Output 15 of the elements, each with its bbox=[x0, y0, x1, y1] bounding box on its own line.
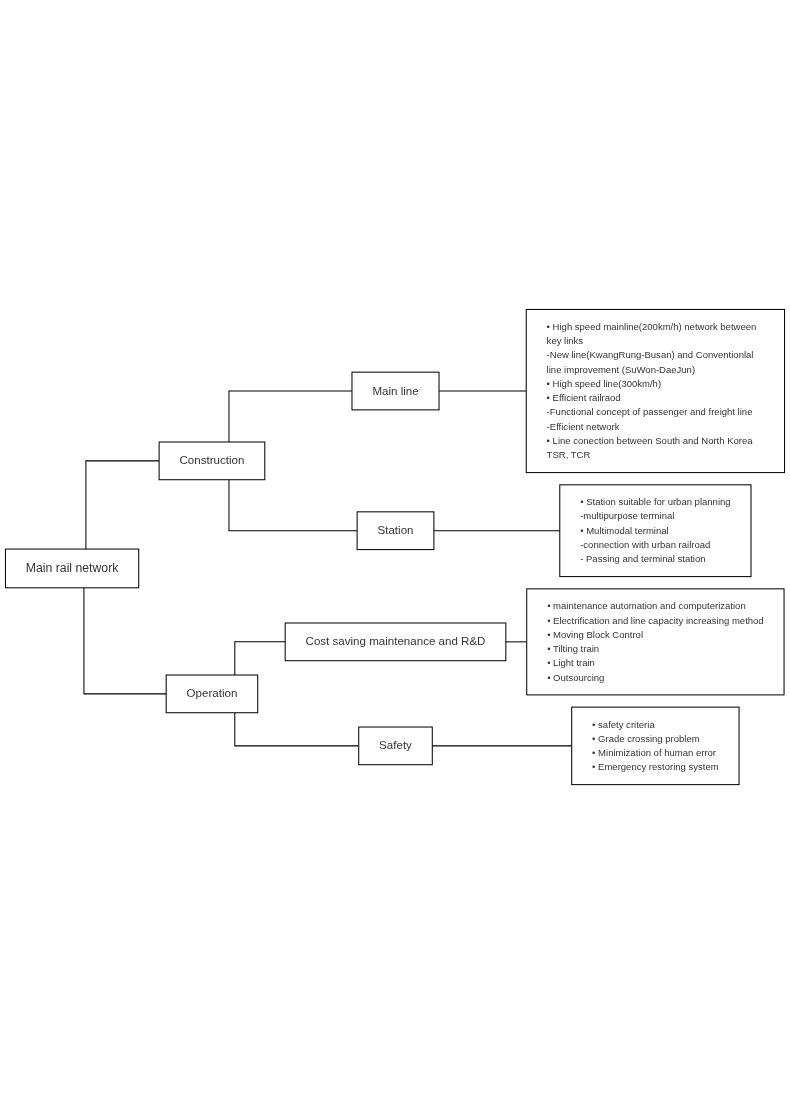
node-box: Operation bbox=[165, 674, 259, 714]
node-box: • Station suitable for urban planning -multipurpose terminal • Multimodal terminal -connection with urban railroad - Passing and terminal station bbox=[559, 484, 752, 578]
connector bbox=[234, 641, 286, 676]
connector bbox=[228, 479, 358, 532]
connector bbox=[85, 460, 160, 550]
node-box: Main line bbox=[351, 371, 440, 411]
node-box: • High speed mainline(200km/h) network between key links -New line(KwangRung-Busan) and Conventionlal line improvement (SuWon-DaeJun) • High speed line(300km/h) • Efficient railraod -Functional concept of passenger and freight line -Efficient network • Line conection between South and North Korea TSR, TCR bbox=[525, 308, 786, 474]
node-box: Construction bbox=[158, 441, 266, 481]
node-box: • maintenance automation and computerization • Electrification and line capacity increasing method • Moving Block Control • Tilting train • Light train • Outsourcing bbox=[526, 588, 785, 696]
connector bbox=[83, 587, 167, 695]
node-box: • safety criteria • Grade crossing problem • Minimization of human error • Emergency restoring system bbox=[571, 706, 740, 786]
node-box: Station bbox=[356, 511, 435, 551]
node-box: Cost saving maintenance and R&D bbox=[284, 622, 507, 662]
node-box: Safety bbox=[358, 726, 433, 766]
node-box: Main rail network bbox=[4, 548, 140, 589]
